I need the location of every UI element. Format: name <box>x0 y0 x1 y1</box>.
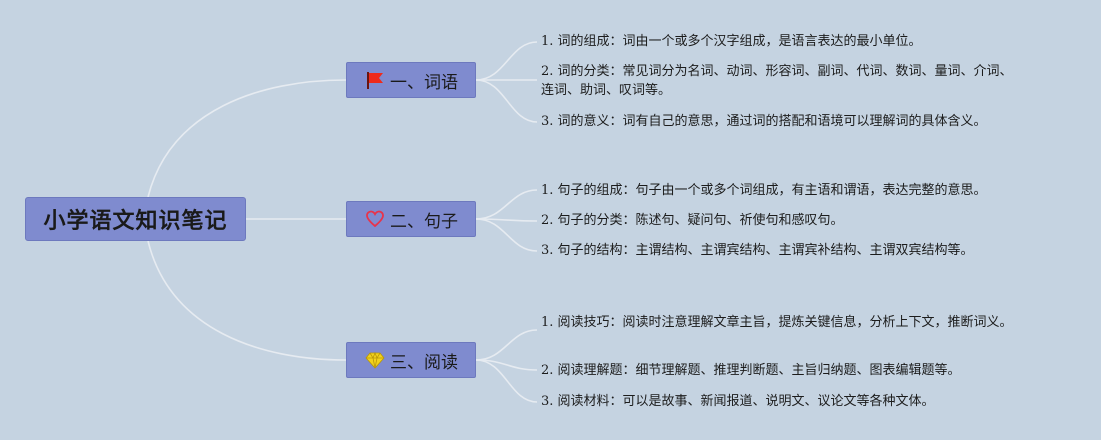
branch-node-label: 二、句子 <box>390 211 458 232</box>
branch-node-label: 一、词语 <box>390 72 458 93</box>
leaf-sentences-composition: 1. 句子的组成：句子由一个或多个词组成，有主语和谓语，表达完整的意思。 <box>541 183 987 198</box>
connector-root-branch-3 <box>147 240 347 361</box>
leaf-words-composition: 1. 词的组成：词由一个或多个汉字组成，是语言表达的最小单位。 <box>541 34 922 49</box>
connector-branch3-leaf1 <box>475 329 538 361</box>
diamond-icon <box>364 349 386 371</box>
leaf-sentences-structure: 3. 句子的结构：主谓结构、主谓宾结构、主谓宾补结构、主谓双宾结构等。 <box>541 243 974 258</box>
root-node[interactable]: 小学语文知识笔记 <box>25 197 246 241</box>
connector-branch3-leaf3 <box>475 359 538 403</box>
leaf-reading-questions: 2. 阅读理解题：细节理解题、推理判断题、主旨归纳题、图表编辑题等。 <box>541 363 961 378</box>
heart-icon <box>364 208 386 230</box>
root-node-label: 小学语文知识笔记 <box>43 209 228 234</box>
branch-node-sentences[interactable]: 二、句子 <box>346 201 476 237</box>
connector-branch1-leaf3 <box>475 79 538 123</box>
leaf-reading-materials: 3. 阅读材料：可以是故事、新闻报道、说明文、议论文等各种文体。 <box>541 394 935 409</box>
leaf-words-meaning: 3. 词的意义：词有自己的意思，通过词的搭配和语境可以理解词的具体含义。 <box>541 114 987 129</box>
connector-branch2-leaf1 <box>475 189 538 220</box>
leaf-sentences-classification: 2. 句子的分类：陈述句、疑问句、祈使句和感叹句。 <box>541 213 844 228</box>
red-flag-icon <box>364 69 386 91</box>
connector-branch1-leaf1 <box>475 41 538 81</box>
branch-node-words[interactable]: 一、词语 <box>346 62 476 98</box>
branch-node-reading[interactable]: 三、阅读 <box>346 342 476 378</box>
connector-branch2-leaf3 <box>475 218 538 252</box>
branch-node-label: 三、阅读 <box>390 352 458 373</box>
connector-root-branch-1 <box>147 79 347 198</box>
leaf-words-classification: 2. 词的分类：常见词分为名词、动词、形容词、副词、代词、数词、量词、介词、连词… <box>541 64 1013 98</box>
leaf-reading-skills: 1. 阅读技巧：阅读时注意理解文章主旨，提炼关键信息，分析上下文，推断词义。 <box>541 315 1013 330</box>
